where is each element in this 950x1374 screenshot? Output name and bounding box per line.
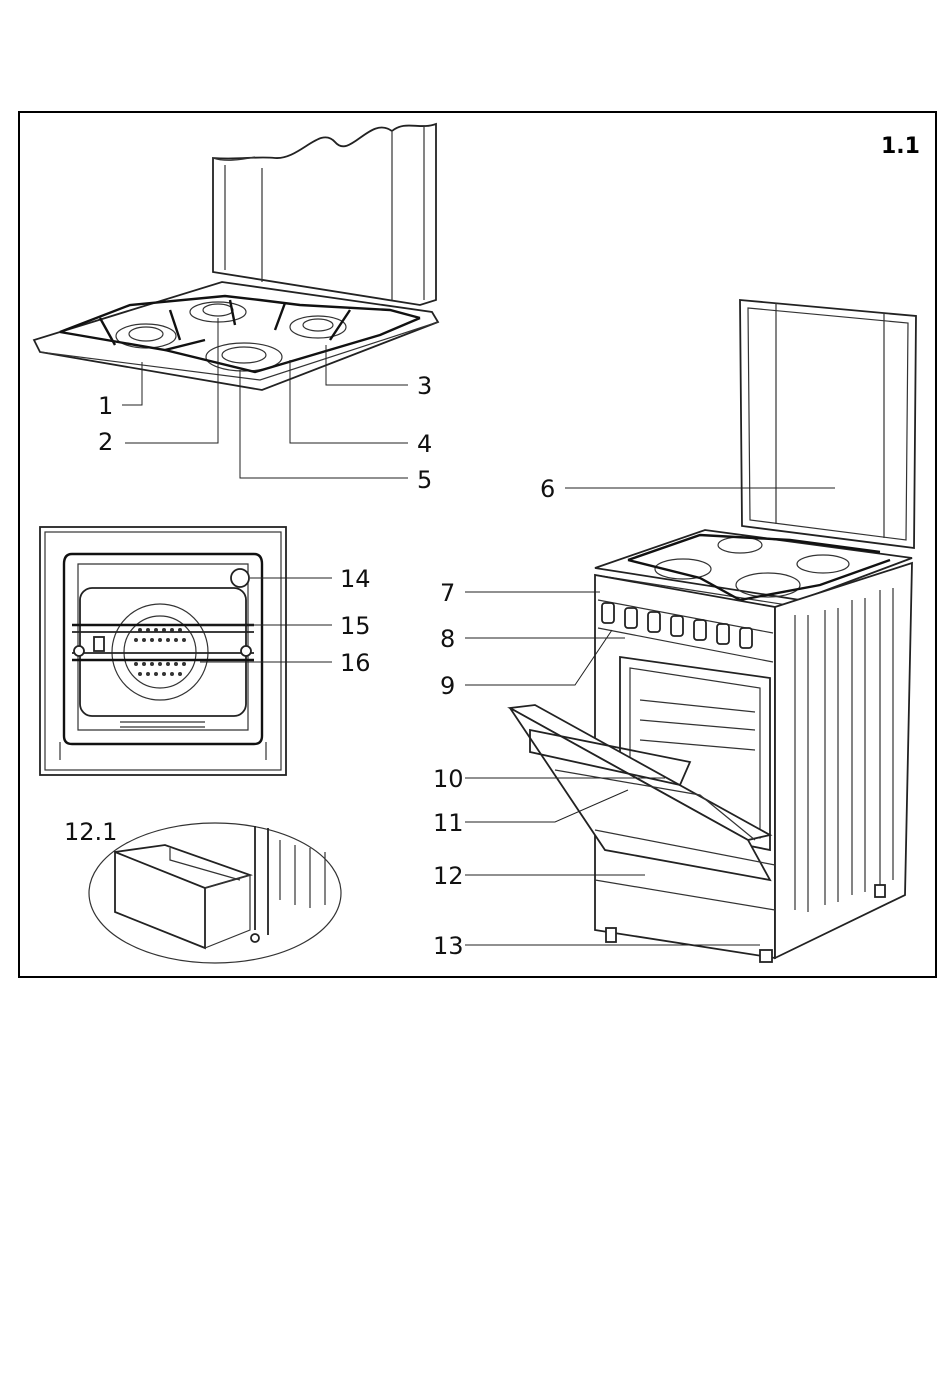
label-11: 11 bbox=[433, 809, 464, 837]
label-5: 5 bbox=[417, 466, 432, 494]
label-16: 16 bbox=[340, 649, 371, 677]
label-13: 13 bbox=[433, 932, 464, 960]
label-12-1: 12.1 bbox=[64, 818, 117, 846]
drawer-detail-illustration bbox=[89, 823, 341, 963]
label-8: 8 bbox=[440, 625, 455, 653]
label-4: 4 bbox=[417, 430, 432, 458]
label-7: 7 bbox=[440, 579, 455, 607]
label-9: 9 bbox=[440, 672, 455, 700]
cooker-illustration bbox=[510, 300, 916, 962]
hob-illustration bbox=[34, 124, 438, 390]
label-10: 10 bbox=[433, 765, 464, 793]
label-2: 2 bbox=[98, 428, 113, 456]
label-6: 6 bbox=[540, 475, 555, 503]
figure-number: 1.1 bbox=[881, 134, 920, 159]
label-3: 3 bbox=[417, 372, 432, 400]
label-1: 1 bbox=[98, 392, 113, 420]
label-14: 14 bbox=[340, 565, 371, 593]
label-15: 15 bbox=[340, 612, 371, 640]
oven-interior-illustration bbox=[40, 527, 286, 775]
label-12: 12 bbox=[433, 862, 464, 890]
